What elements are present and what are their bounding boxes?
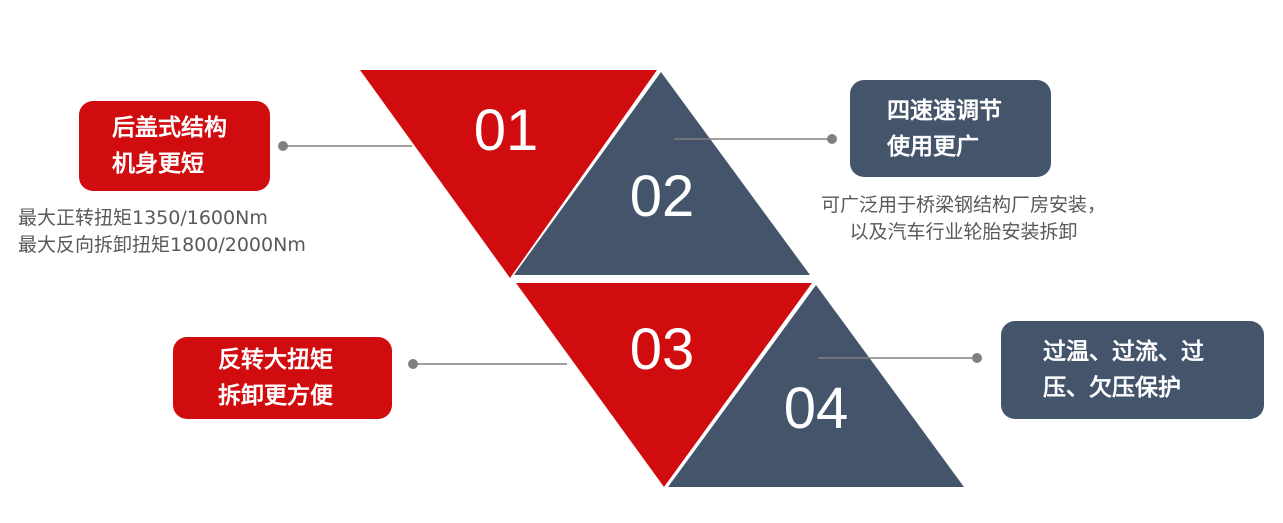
description-01-line-1: 最大正转扭矩1350/1600Nm — [18, 207, 268, 229]
feature-03-line-2: 拆卸更方便 — [218, 383, 333, 409]
feature-02-line-2: 使用更广 — [887, 133, 979, 160]
connector-04 — [818, 353, 982, 363]
triangle-01 — [360, 70, 657, 278]
connector-01 — [278, 141, 412, 151]
number-01: 01 — [474, 98, 539, 163]
feature-box-01: 后盖式结构 机身更短 — [79, 101, 270, 191]
triangle-03 — [516, 283, 812, 487]
connector-03 — [408, 359, 567, 369]
description-02: 可广泛用于桥梁钢结构厂房安装， 以及汽车行业轮胎安装拆卸 — [796, 192, 1131, 246]
feature-box-02: 四速速调节 使用更广 — [850, 80, 1051, 177]
feature-04-line-2: 压、欠压保护 — [1043, 375, 1181, 401]
feature-03-line-1: 反转大扭矩 — [218, 347, 333, 373]
number-03: 03 — [630, 317, 695, 382]
triangle-02 — [514, 72, 810, 275]
feature-box-04: 过温、过流、过 压、欠压保护 — [1001, 321, 1264, 419]
feature-01-line-1: 后盖式结构 — [112, 115, 227, 141]
feature-02-line-1: 四速速调节 — [887, 97, 1002, 124]
feature-box-03: 反转大扭矩 拆卸更方便 — [173, 337, 392, 419]
description-02-line-2: 以及汽车行业轮胎安装拆卸 — [849, 221, 1078, 243]
description-01-line-2: 最大反向拆卸扭矩1800/2000Nm — [18, 234, 306, 256]
triangle-04 — [668, 285, 964, 487]
number-04: 04 — [784, 376, 849, 441]
description-01: 最大正转扭矩1350/1600Nm 最大反向拆卸扭矩1800/2000Nm — [18, 205, 306, 259]
description-02-line-1: 可广泛用于桥梁钢结构厂房安装， — [820, 194, 1106, 216]
feature-01-line-2: 机身更短 — [112, 151, 204, 177]
feature-04-line-1: 过温、过流、过 — [1043, 339, 1204, 365]
connector-02 — [674, 134, 837, 144]
number-02: 02 — [630, 164, 695, 229]
